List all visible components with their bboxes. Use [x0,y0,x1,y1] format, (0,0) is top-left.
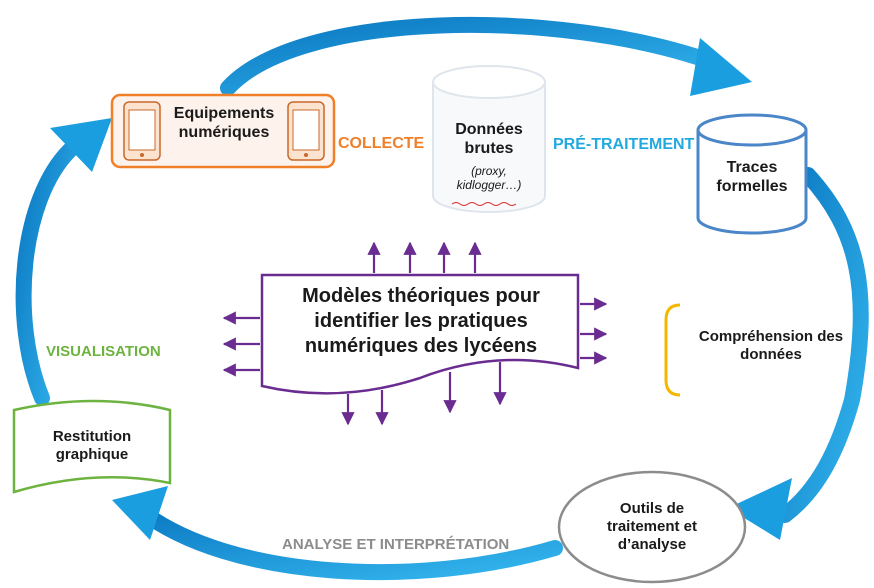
pretraitement-label: PRÉ-TRAITEMENT [553,136,695,153]
tablet-right-icon [287,101,325,161]
modeles-label: Modèles théoriques pour identifier les p… [302,285,540,357]
modeles-arrows [222,241,608,426]
comprehension-label: Compréhension des données [698,328,844,363]
donnees-label: Données brutes [455,121,523,158]
donnees-cylinder [432,65,546,213]
donnees-note: (proxy, kidlogger…) [456,164,522,193]
equipements-box [110,93,336,169]
modeles-box [260,273,580,395]
analyse-label: ANALYSE ET INTERPRÉTATION [282,536,510,553]
outils-ellipse [557,470,747,584]
restitution-label: Restitution graphique [52,428,132,463]
outils-label: Outils de traitement et d’analyse [606,500,698,553]
equipements-label: Equipements numériques [173,105,275,142]
cycle-arrow-top [220,16,752,96]
comprehension-bracket [664,303,681,397]
traces-label: Traces formelles [716,159,788,196]
visualisation-label: VISUALISATION [46,343,161,360]
restitution-document [12,399,172,494]
collecte-label: COLLECTE [338,135,425,152]
cycle-arrow-left [15,118,112,406]
cycle-arrow-bottom [112,486,563,581]
traces-cylinder [696,113,808,235]
tablet-left-icon [123,101,161,161]
cycle-arrow-right [728,167,869,540]
